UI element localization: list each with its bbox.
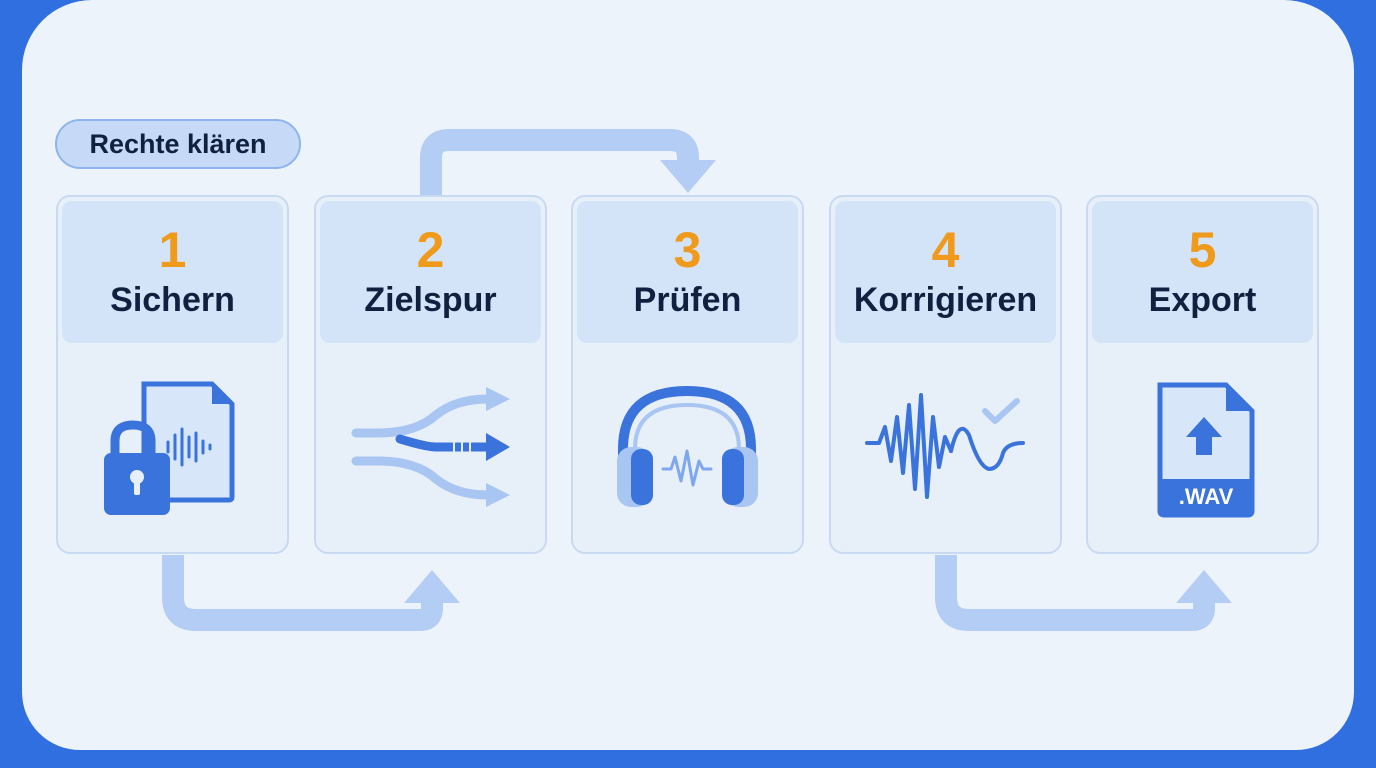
file-extension-label: .WAV (1179, 484, 1234, 509)
wav-file-export-icon: .WAV (1157, 382, 1255, 518)
track-routing-icon (351, 387, 510, 507)
step-number: 4 (931, 222, 960, 278)
step-number: 5 (1188, 222, 1217, 278)
rights-badge: Rechte klären (55, 119, 301, 169)
step-number: 3 (673, 222, 702, 278)
step-card-4: 4 Korrigieren (829, 195, 1062, 554)
waveform-check-icon (865, 393, 1025, 499)
canvas-top (92, 0, 1284, 88)
step-card-1: 1 Sichern (56, 195, 289, 554)
step-card-2: 2 Zielspur (314, 195, 547, 554)
step-label: Sichern (110, 281, 235, 319)
step-label: Zielspur (364, 281, 497, 319)
step-label: Prüfen (633, 281, 742, 319)
step-card-header: 4 Korrigieren (835, 201, 1056, 343)
step-card-header: 1 Sichern (62, 201, 283, 343)
step-label: Korrigieren (853, 281, 1038, 319)
step-number: 2 (416, 222, 445, 278)
step-label: Export (1148, 281, 1257, 319)
step-card-5: 5 Export .WAV (1086, 195, 1319, 554)
step-card-header: 3 Prüfen (577, 201, 798, 343)
step-card-header: 2 Zielspur (320, 201, 541, 343)
step-card-header: 5 Export (1092, 201, 1313, 343)
step-card-3: 3 Prüfen (571, 195, 804, 554)
step-number: 1 (158, 222, 187, 278)
locked-audio-file-icon (104, 381, 235, 515)
headphones-icon (617, 385, 758, 507)
